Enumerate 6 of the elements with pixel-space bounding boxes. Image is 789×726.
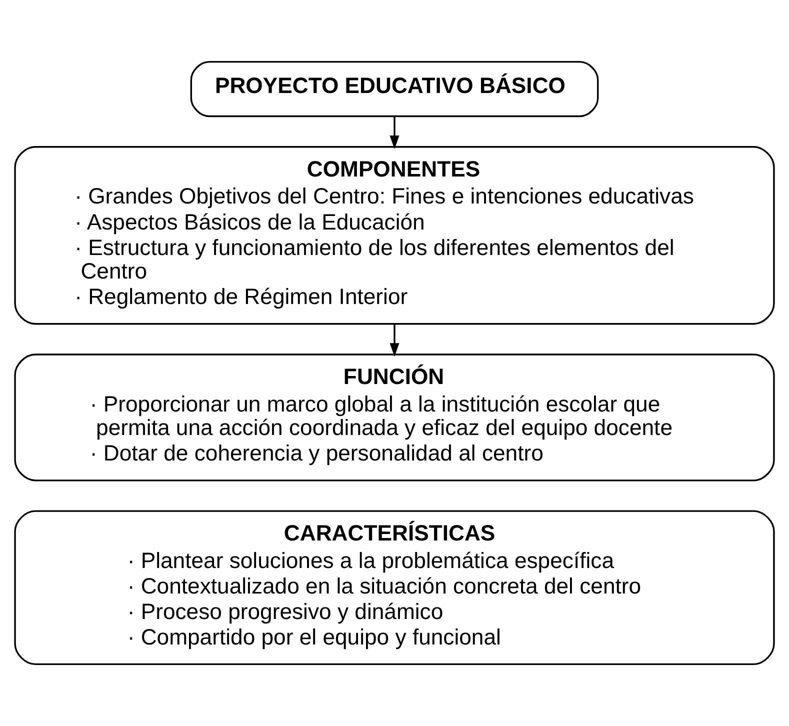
- node-box: CARACTERÍSTICAS · Plantear soluciones a la problemática específica · Contextualizado en la situación concreta del centro · Proceso progresivo y dinámico · Compartido por el equipo y funcional: [14, 510, 775, 666]
- node-box: PROYECTO EDUCATIVO BÁSICO: [190, 60, 599, 118]
- arrow: [390, 116, 400, 150]
- node-box: COMPONENTES · Grandes Objetivos del Centro: Fines e intenciones educativas · Aspectos Básicos de la Educación · Estructura y funcionamiento de los diferentes elementos del Centro · Reglamento de Régimen Interior: [14, 146, 775, 325]
- node-box: FUNCIÓN · Proporcionar un marco global a la institución escolar que permita una acción coordinada y eficaz del equipo docente · Dotar de coherencia y personalidad al centro: [14, 354, 775, 482]
- arrow: [390, 324, 400, 357]
